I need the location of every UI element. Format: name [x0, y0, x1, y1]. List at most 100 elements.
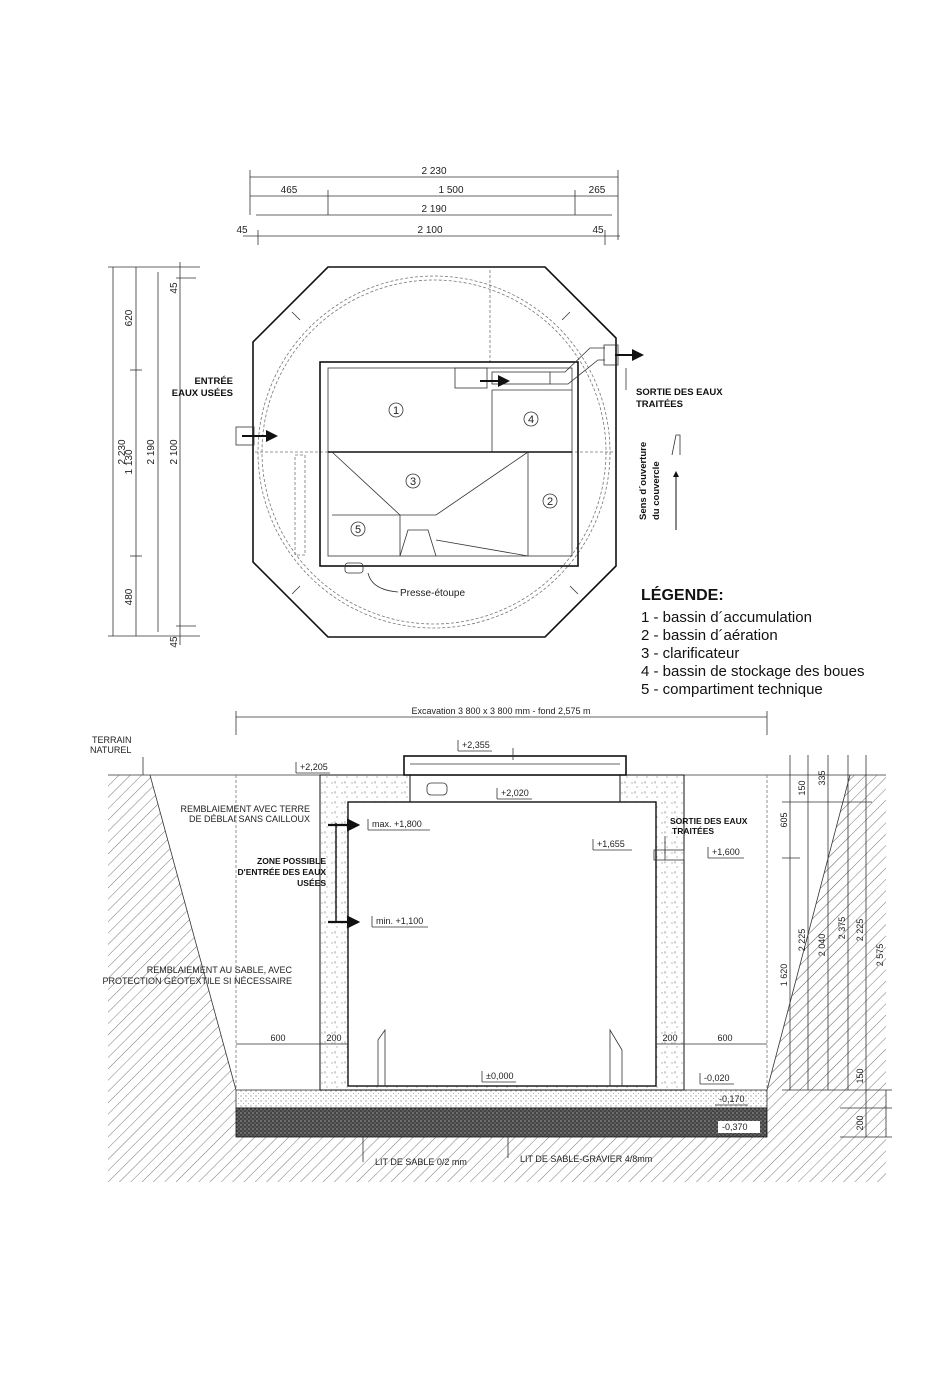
- level-m370: -0,370: [722, 1122, 748, 1132]
- width-600-left: 600: [270, 1033, 285, 1043]
- width-200-left: 200: [326, 1033, 341, 1043]
- right-dimension-lines: [782, 755, 892, 1138]
- level-1655: +1,655: [597, 839, 625, 849]
- legend-item-3: 3 - clarificateur: [641, 645, 739, 662]
- outlet-pipe: [653, 849, 685, 861]
- compartment-3: 3: [410, 476, 416, 488]
- legend-item-4: 4 - bassin de stockage des boues: [641, 663, 864, 680]
- dim-main-width: 2 100: [417, 225, 442, 236]
- compartment-1: 1: [393, 405, 399, 417]
- compartment-markers: 1 2 3 4 5: [350, 402, 558, 537]
- inlet-label-2: EAUX USÉES: [172, 388, 233, 399]
- dim-2040: 2 040: [817, 934, 827, 957]
- inner-chamber: [327, 367, 573, 557]
- lid-label-1: Sens d´ouverture: [638, 442, 649, 520]
- legend: LÉGENDE: 1 - bassin d´accumulation 2 - b…: [641, 585, 864, 698]
- sand-bed: [235, 1089, 768, 1109]
- dim-2375: 2 375: [837, 917, 847, 940]
- backfill-wedge-right: [767, 775, 850, 1090]
- backfill-soil-label-2: DE DÉBLAI SANS CAILLOUX: [189, 814, 310, 824]
- soil-bottom: [236, 1137, 767, 1182]
- tank-interior: [347, 801, 657, 1087]
- clarifier-cone: [331, 451, 529, 516]
- terrain-label-1: TERRAIN: [92, 735, 132, 745]
- dim-1620: 1 620: [779, 964, 789, 987]
- dim-200: 200: [855, 1115, 865, 1130]
- level-0: ±0,000: [486, 1071, 513, 1081]
- level-m170: -0,170: [719, 1094, 745, 1104]
- terrain-label-2: NATUREL: [90, 745, 131, 755]
- section-outlet-label-2: TRAITÉES: [672, 826, 714, 836]
- excavation-label: Excavation 3 800 x 3 800 mm - fond 2,575…: [411, 706, 590, 716]
- dim-edge-right: 45: [592, 225, 604, 236]
- baffle-right: [609, 1028, 623, 1086]
- outlet-elbow: [550, 344, 619, 385]
- dim-inner-width: 2 190: [421, 204, 446, 215]
- dim-150-bottom: 150: [855, 1068, 865, 1083]
- dim-left-offset: 465: [281, 185, 298, 196]
- dim-overall-depth: 2 230: [117, 439, 128, 464]
- tank-octagon: [252, 266, 617, 638]
- dim-335: 335: [817, 770, 827, 785]
- section-outlet-label-1: SORTIE DES EAUX: [670, 816, 748, 826]
- gland-label: Presse-étoupe: [400, 588, 465, 599]
- lid-symbol: [671, 434, 681, 456]
- sludge-slope: [435, 539, 529, 557]
- dim-edge-bottom: 45: [169, 636, 180, 648]
- compartment-2: 2: [547, 496, 553, 508]
- dim-edge-left: 45: [236, 225, 248, 236]
- sand-bed-label: LIT DE SABLE 0/2 mm: [375, 1157, 467, 1167]
- plan-side-dimensions: [108, 262, 200, 645]
- gland-leader: [367, 572, 399, 593]
- octagon-ticks: [291, 311, 579, 595]
- legend-title: LÉGENDE:: [641, 585, 724, 604]
- gland-icon: [426, 782, 448, 796]
- zone-label-3: USÉES: [297, 878, 326, 888]
- level-max: max. +1,800: [372, 819, 422, 829]
- level-markers: +2,355 +2,205 +2,020 max. +1,800 +1,655 …: [295, 740, 760, 1133]
- dim-lower: 480: [124, 588, 135, 605]
- dim-upper: 620: [124, 309, 135, 326]
- outlet-label-2: TRAITÉES: [636, 399, 683, 410]
- cone-bottom: [399, 529, 437, 557]
- width-200-right: 200: [662, 1033, 677, 1043]
- level-2355: +2,355: [462, 740, 490, 750]
- gravel-bed-label: LIT DE SABLE-GRAVIER 4/8mm: [520, 1154, 652, 1164]
- gland-symbol: [344, 562, 364, 574]
- lid-label-2: du couvercle: [651, 461, 662, 520]
- backfill-sand-label-1: REMBLAIEMENT AU SABLE, AVEC: [147, 965, 293, 975]
- level-m020: -0,020: [704, 1073, 730, 1083]
- backfill-sand-label-2: PROTECTION GÉOTEXTILE SI NÉCESSAIRE: [102, 976, 292, 986]
- inlet-zone: [294, 454, 306, 556]
- outlet-box: [454, 367, 488, 389]
- outlet-pipe-inner: [491, 371, 551, 385]
- dim-main-depth: 2 100: [169, 439, 180, 464]
- legend-item-5: 5 - compartiment technique: [641, 681, 823, 698]
- dim-2575: 2 575: [875, 944, 885, 967]
- compartment-4: 4: [528, 414, 534, 426]
- plan-view: 2 230 465 1 500 265 2 190 45 2 100 45 2 …: [108, 166, 723, 648]
- dim-edge-top: 45: [169, 282, 180, 294]
- tank-lid: [403, 755, 627, 776]
- section-view: Excavation 3 800 x 3 800 mm - fond 2,575…: [90, 706, 892, 1182]
- zone-label-2: D'ENTRÉE DES EAUX: [238, 867, 327, 877]
- width-600-right: 600: [717, 1033, 732, 1043]
- level-min: min. +1,100: [376, 916, 423, 926]
- inlet-label-1: ENTRÉE: [194, 376, 233, 387]
- backfill-soil-label-1: REMBLAIEMENT AVEC TERRE: [180, 804, 310, 814]
- dim-150-top: 150: [797, 780, 807, 795]
- legend-item-1: 1 - bassin d´accumulation: [641, 609, 812, 626]
- dim-middle: 1 500: [438, 185, 463, 196]
- dim-605: 605: [779, 812, 789, 827]
- dim-mid: 1 130: [124, 449, 135, 474]
- level-2205: +2,205: [300, 762, 328, 772]
- dim-right-offset: 265: [589, 185, 606, 196]
- level-1600: +1,600: [712, 847, 740, 857]
- plan-top-dimensions: [243, 170, 620, 245]
- legend-item-2: 2 - bassin d´aération: [641, 627, 778, 644]
- dim-2225-b: 2 225: [855, 919, 865, 942]
- level-2020: +2,020: [501, 788, 529, 798]
- inner-chamber-outer: [319, 361, 579, 567]
- baffle-left: [377, 1028, 386, 1086]
